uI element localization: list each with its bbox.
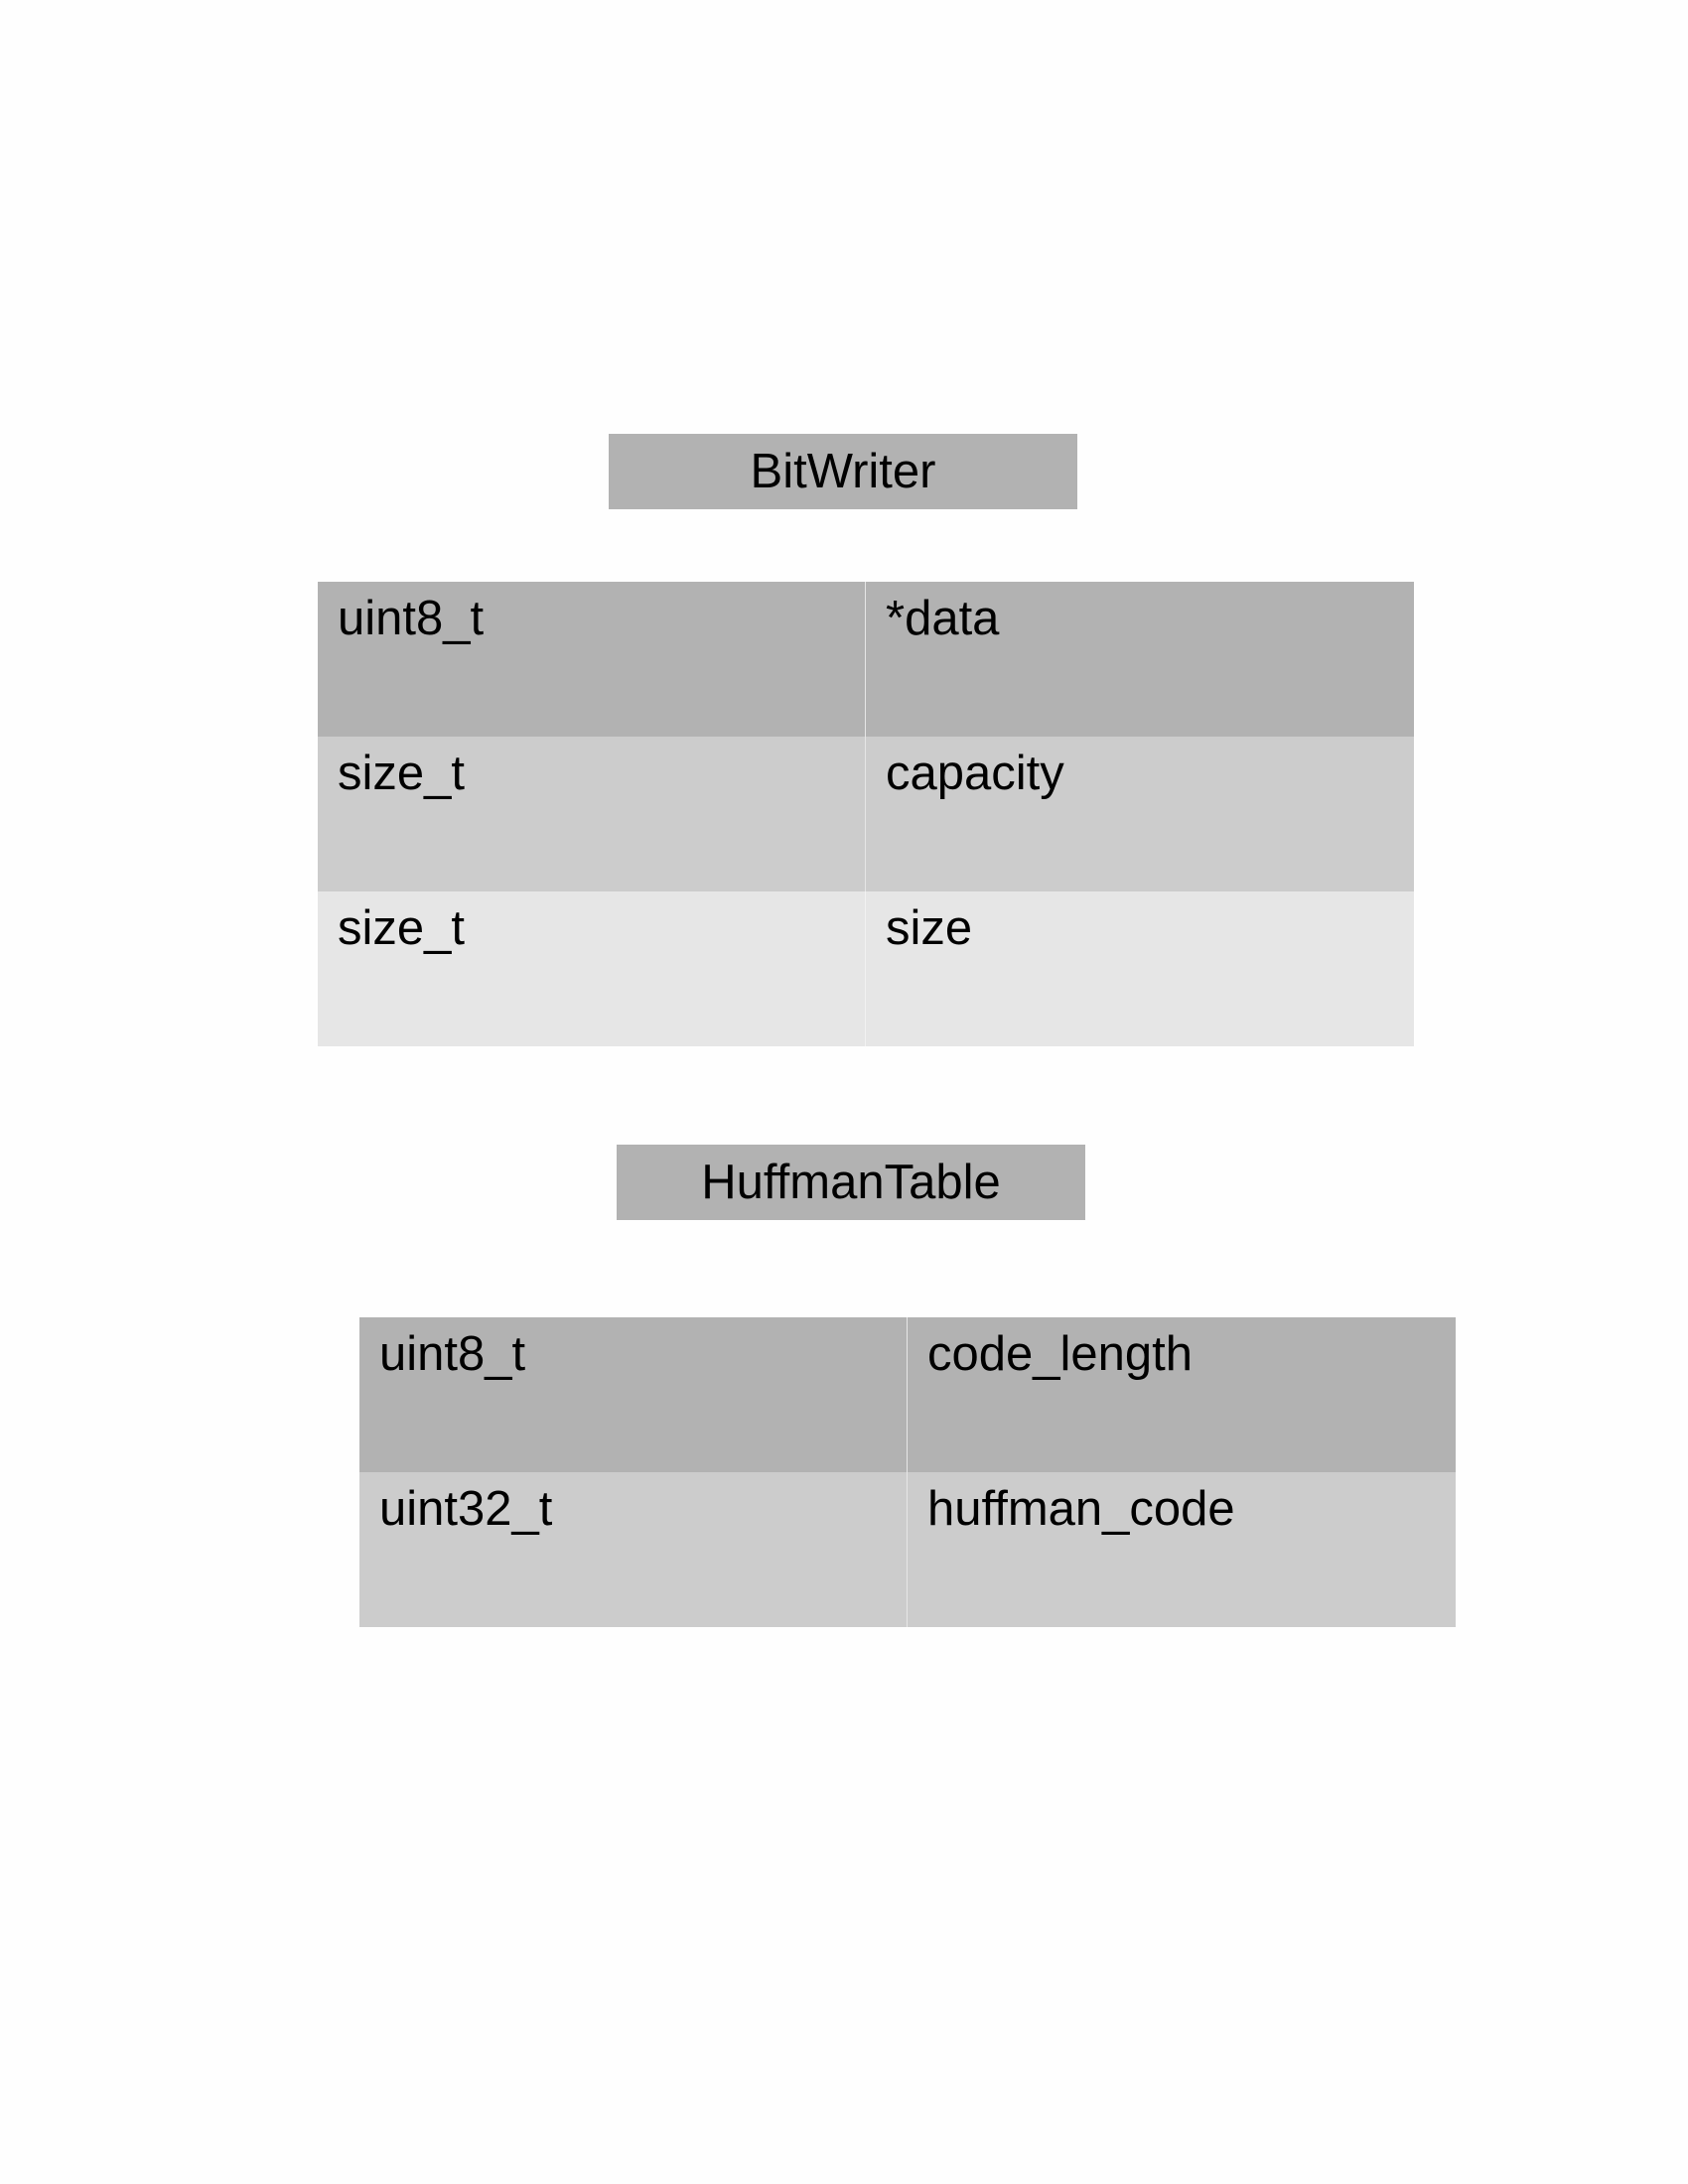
field-type-cell: uint8_t [359, 1317, 907, 1472]
struct-title-label: BitWriter [750, 445, 936, 498]
struct-title-huffmantable: HuffmanTable [617, 1145, 1085, 1220]
struct-table-huffmantable: uint8_t code_length uint32_t huffman_cod… [359, 1317, 1456, 1627]
struct-title-bitwriter: BitWriter [609, 434, 1077, 509]
struct-table-bitwriter: uint8_t *data size_t capacity size_t siz… [318, 582, 1414, 1046]
field-name-cell: capacity [865, 737, 1414, 891]
field-name-cell: size [865, 891, 1414, 1046]
struct-title-label: HuffmanTable [701, 1156, 1001, 1209]
field-name-cell: huffman_code [907, 1472, 1456, 1627]
field-type-cell: uint8_t [318, 582, 865, 737]
field-name-cell: code_length [907, 1317, 1456, 1472]
field-type-cell: uint32_t [359, 1472, 907, 1627]
field-type-cell: size_t [318, 737, 865, 891]
field-name-cell: *data [865, 582, 1414, 737]
field-type-cell: size_t [318, 891, 865, 1046]
